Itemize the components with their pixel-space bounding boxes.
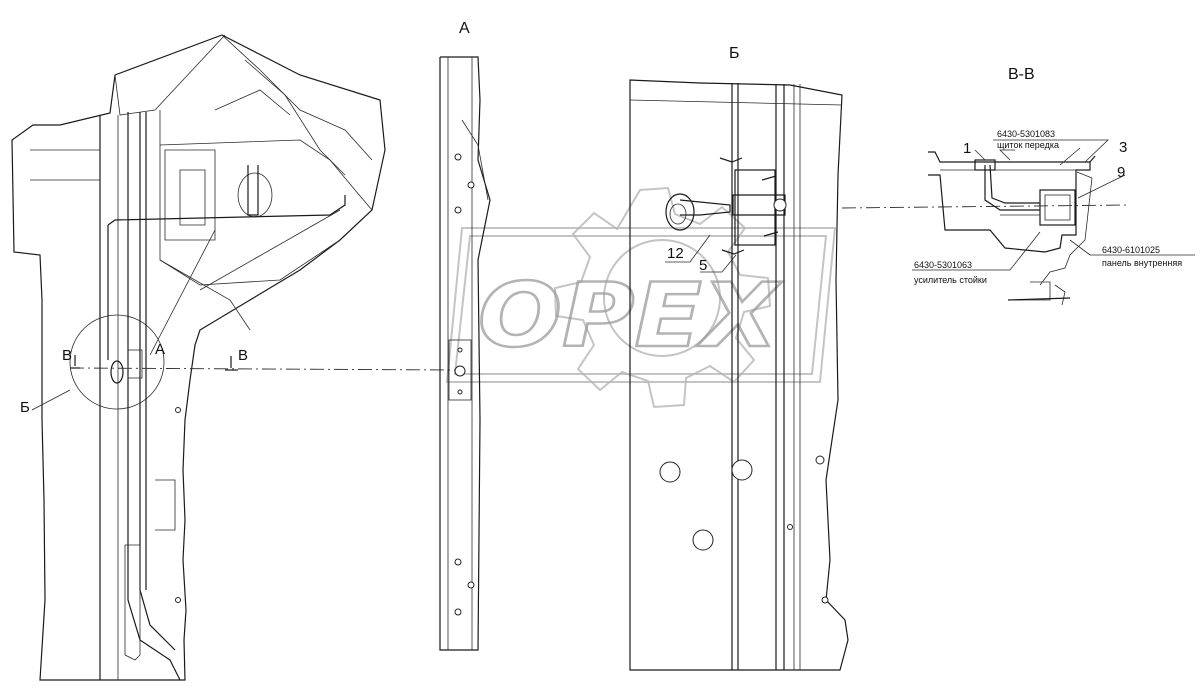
section-line: [69, 367, 456, 371]
section-view: В-В 1 3 9 6430-5301083 щиток передка 643…: [912, 66, 1195, 306]
view-b: Б 12 5: [629, 45, 1131, 671]
callout-12: 12: [667, 245, 684, 262]
callout-9: 9: [1117, 164, 1125, 181]
part-code-shield: 6430-5301083: [997, 129, 1055, 139]
detail-b-circle: [69, 314, 165, 410]
watermark-plate: [445, 227, 837, 383]
view-a-holes: [454, 153, 475, 616]
callout-1: 1: [963, 140, 971, 157]
view-b-label: Б: [729, 45, 740, 62]
view-a-mark: А: [155, 341, 165, 358]
main-view: В В А Б: [11, 34, 456, 681]
part-name-shield: щиток передка: [997, 140, 1059, 150]
view-a-label: А: [459, 20, 470, 37]
part-code-panel: 6430-6101025: [1102, 245, 1160, 255]
watermark: OPEX: [445, 186, 837, 409]
detail-b-mark: Б: [20, 399, 30, 416]
view-b-holes: [659, 455, 829, 604]
part-name-panel: панель внутренняя: [1102, 258, 1182, 268]
part-name-reinforcement: усилитель стойки: [914, 275, 987, 285]
part-code-reinforcement: 6430-5301063: [914, 260, 972, 270]
view-a: А: [439, 20, 491, 651]
callout-5: 5: [699, 257, 707, 274]
section-mark-right: В: [238, 347, 248, 364]
watermark-gear: [553, 186, 772, 409]
callout-3: 3: [1119, 139, 1127, 156]
section-mark-left: В: [62, 347, 72, 364]
section-view-label: В-В: [1008, 66, 1035, 83]
pillar-outer-contour: [11, 34, 386, 681]
